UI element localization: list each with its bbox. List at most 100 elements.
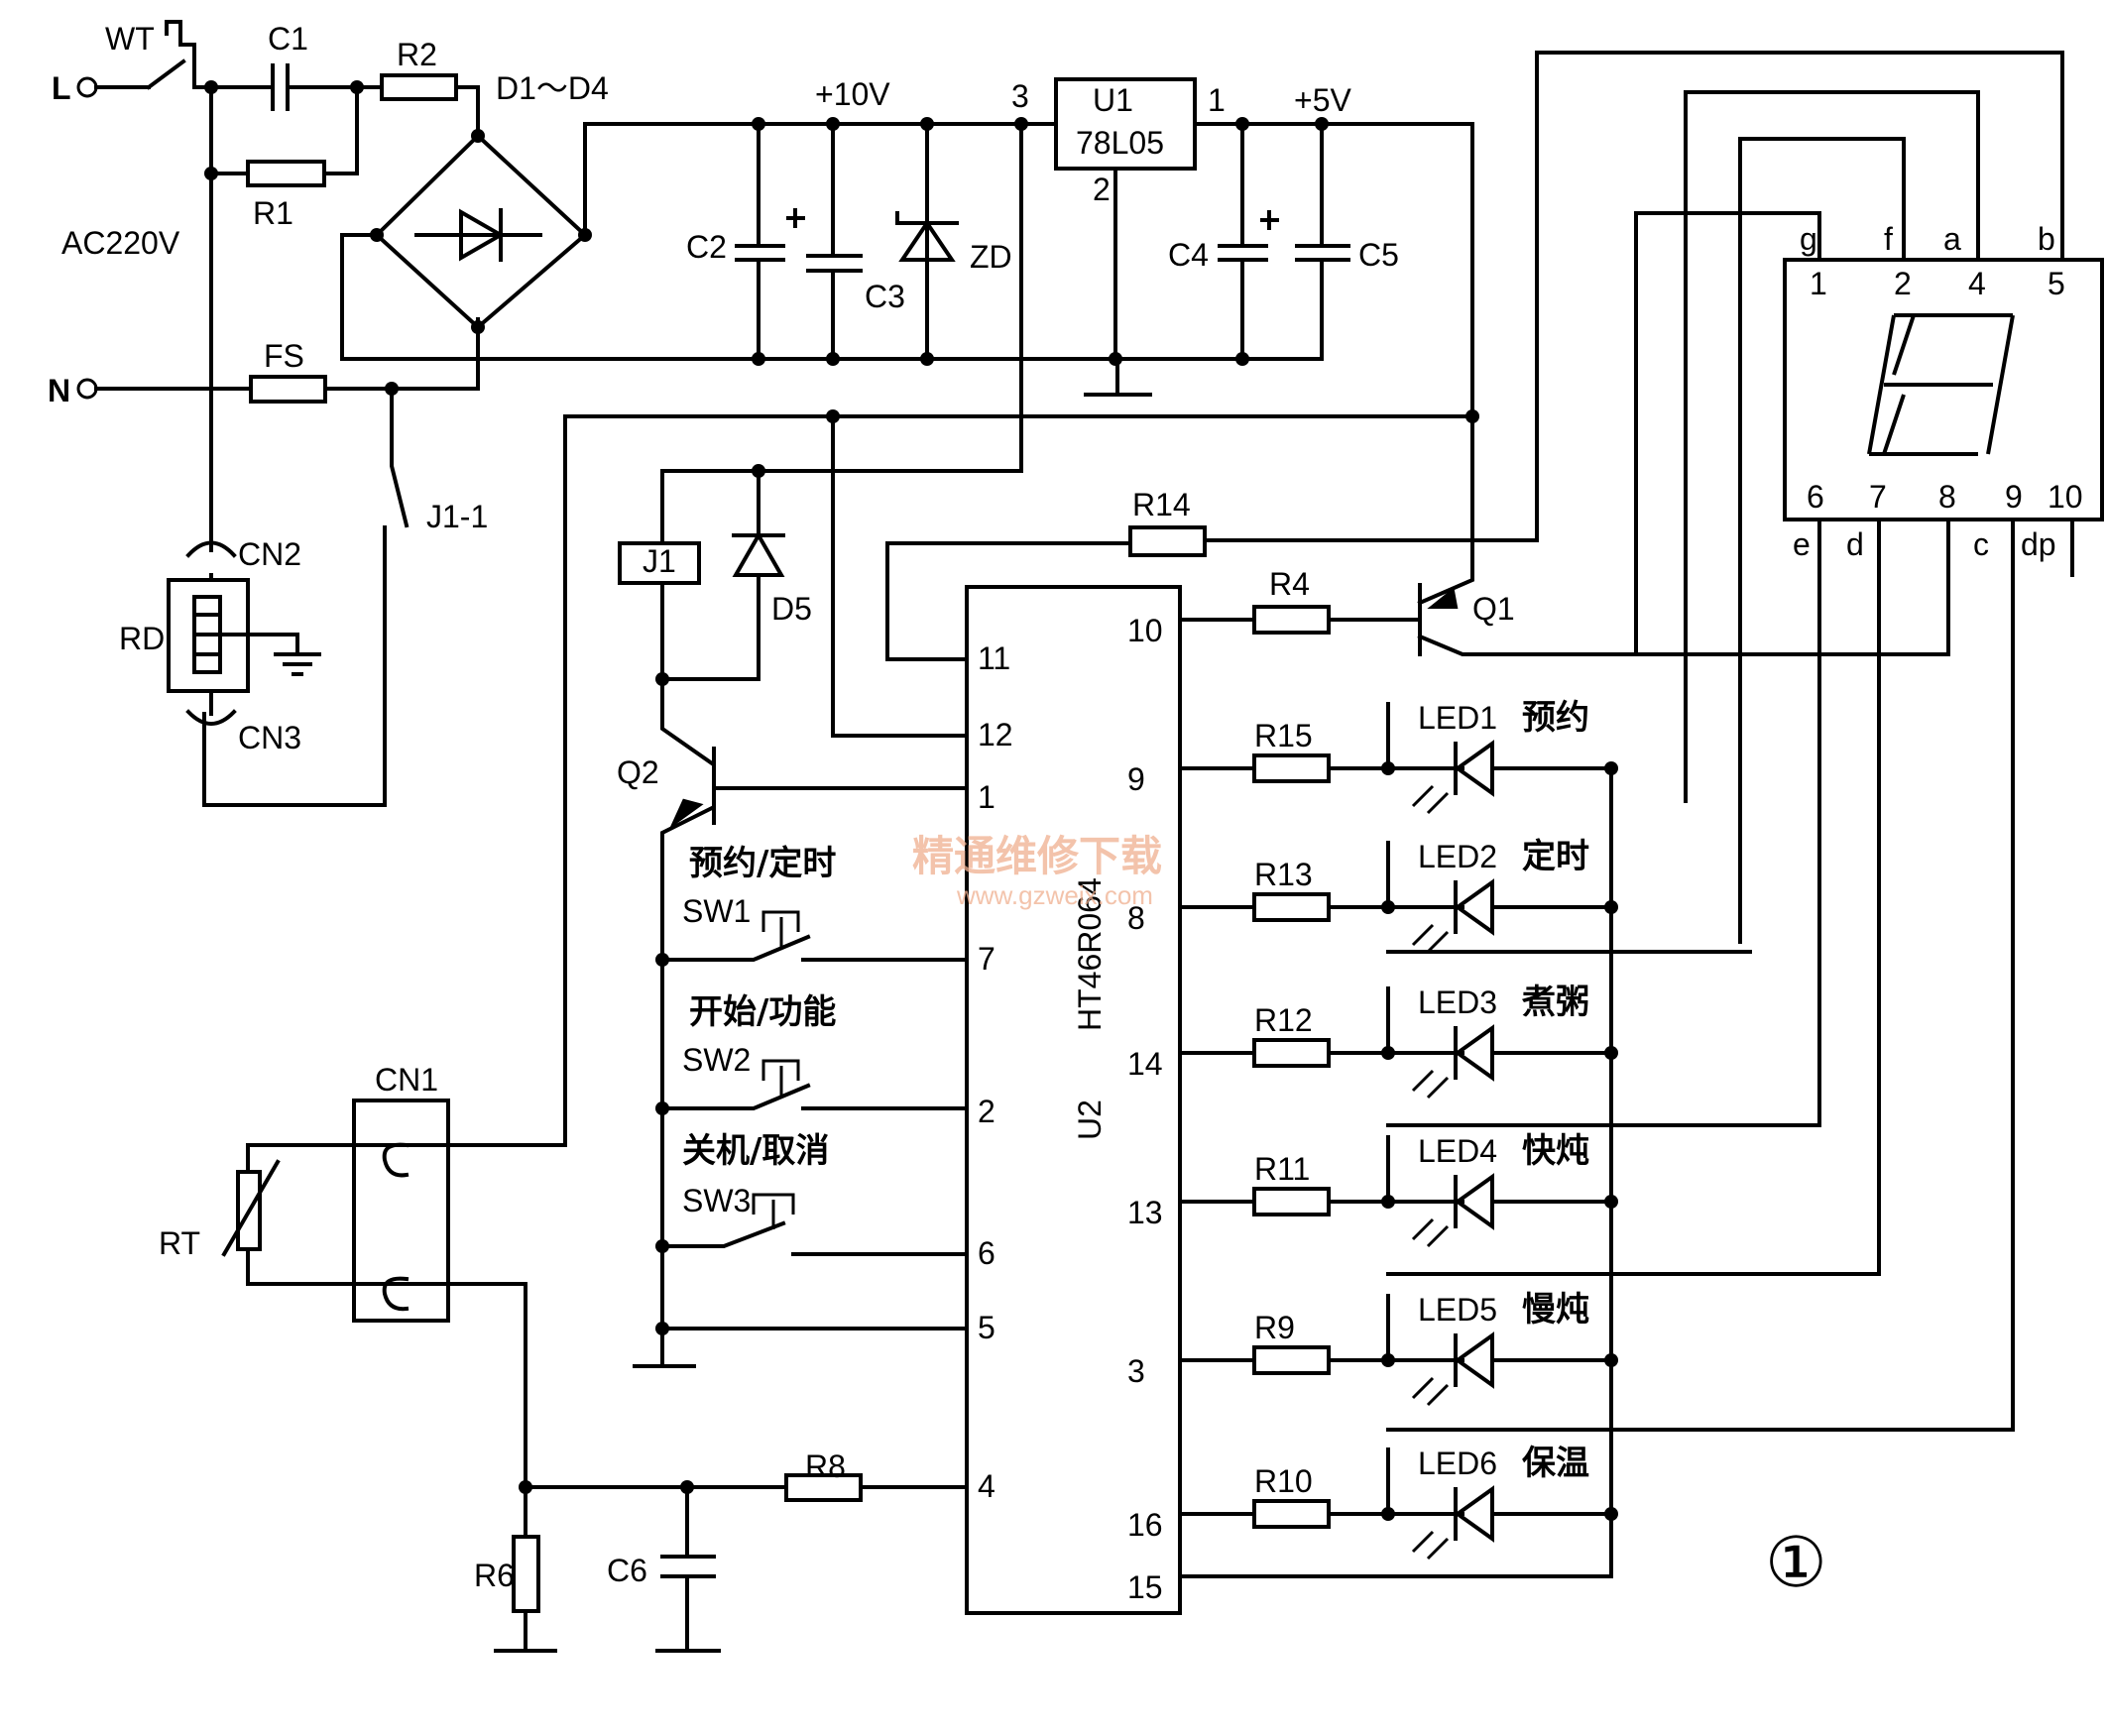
sensor-section — [221, 1099, 969, 1653]
label-sw1-text: 预约/定时 — [689, 844, 836, 883]
label-J1-1: J1-1 — [426, 499, 488, 534]
label-R2: R2 — [397, 37, 437, 72]
label-C5: C5 — [1358, 237, 1399, 273]
label-C1: C1 — [268, 21, 308, 57]
label-Q1: Q1 — [1472, 591, 1515, 627]
label-r10: R10 — [1254, 1463, 1313, 1499]
label-Q2: Q2 — [617, 754, 659, 790]
label-led3-text: 煮粥 — [1521, 983, 1589, 1022]
seven-seg-display — [1386, 51, 2104, 1432]
label-led6-text: 保温 — [1522, 1444, 1589, 1483]
u2-pin-right: 10 — [1127, 613, 1163, 648]
label-r9: R9 — [1254, 1310, 1295, 1345]
display-top-pin: 5 — [2048, 266, 2065, 301]
label-led1: LED1 — [1418, 700, 1497, 736]
label-plus10V: +10V — [815, 76, 890, 112]
label-pin3: 3 — [1011, 78, 1029, 114]
bridge-rectifier — [340, 122, 1122, 361]
label-C2: C2 — [686, 229, 727, 265]
label-C4: C4 — [1168, 237, 1209, 273]
label-FS: FS — [264, 338, 304, 374]
label-U2: U2 — [1072, 1099, 1108, 1140]
terminal-N — [76, 378, 98, 400]
label-CN3: CN3 — [238, 720, 301, 755]
label-N: N — [48, 373, 70, 408]
watermark-title: 精通维修下载 — [912, 832, 1162, 880]
label-pin2: 2 — [1093, 172, 1111, 207]
u2-pin-left: 2 — [978, 1094, 995, 1129]
label-RD: RD — [119, 621, 165, 656]
u2-pin-right: 15 — [1127, 1569, 1163, 1605]
label-led4-text: 快炖 — [1522, 1131, 1589, 1171]
label-C3: C3 — [865, 279, 905, 314]
label-r15: R15 — [1254, 718, 1313, 753]
label-C6: C6 — [607, 1553, 647, 1588]
display-top-pin: 4 — [1968, 266, 1986, 301]
label-CN2: CN2 — [238, 536, 301, 572]
u2-pin-right: 13 — [1127, 1195, 1163, 1230]
u2-pin-right: 9 — [1127, 761, 1145, 797]
label-R1: R1 — [253, 195, 293, 231]
display-bottom-pin: 7 — [1869, 479, 1887, 515]
terminal-L — [76, 76, 98, 98]
label-figure-no: ① — [1765, 1524, 1827, 1601]
label-AC220V: AC220V — [61, 225, 180, 261]
display-top-letter: b — [2038, 221, 2055, 257]
label-SW3: SW3 — [682, 1183, 751, 1218]
relay-section — [618, 464, 974, 1331]
display-bottom-pin: 8 — [1938, 479, 1956, 515]
display-bottom-pin: 10 — [2048, 479, 2083, 515]
label-r12: R12 — [1254, 1002, 1313, 1038]
display-top-pin: 2 — [1894, 266, 1912, 301]
label-sw3-text: 关机/取消 — [682, 1131, 829, 1171]
u2-pin-left: 11 — [978, 640, 1010, 676]
u2-pin-left: 12 — [978, 717, 1013, 752]
label-SW1: SW1 — [682, 893, 751, 929]
watermark-url: www.gzweix.com — [956, 880, 1153, 910]
label-pin1: 1 — [1208, 82, 1226, 118]
labels: L N WT C1 R2 D1～D4 R1 AC220V FS J1-1 CN2… — [48, 21, 1827, 1601]
u2-pin-right: 16 — [1127, 1507, 1163, 1543]
display-bottom-letter: e — [1793, 526, 1811, 562]
label-sw2-text: 开始/功能 — [689, 992, 836, 1032]
display-bottom-letter: dp — [2021, 526, 2056, 562]
display-bottom-pin: 6 — [1807, 479, 1824, 515]
display-bottom-pin: 9 — [2005, 479, 2023, 515]
label-plus5V: +5V — [1294, 82, 1351, 118]
label-R8: R8 — [805, 1448, 846, 1484]
label-D5: D5 — [771, 591, 812, 627]
label-r11: R11 — [1254, 1151, 1310, 1187]
display-top-letter: g — [1800, 221, 1817, 257]
label-R6: R6 — [474, 1558, 515, 1593]
label-led5: LED5 — [1418, 1292, 1497, 1328]
label-led1-text: 预约 — [1522, 698, 1589, 738]
u2-pin-left: 1 — [978, 779, 995, 815]
label-U2-part: HT46R064 — [1072, 877, 1108, 1031]
label-R14: R14 — [1132, 487, 1191, 522]
display-top-letter: f — [1884, 221, 1893, 257]
u2-pin-left: 5 — [978, 1310, 995, 1345]
label-r13: R13 — [1254, 857, 1313, 892]
watermark: 精通维修下载 www.gzweix.com — [912, 832, 1162, 910]
u2-pin-right: 14 — [1127, 1046, 1163, 1082]
label-SW2: SW2 — [682, 1042, 751, 1078]
label-led2: LED2 — [1418, 839, 1497, 874]
label-led2-text: 定时 — [1522, 837, 1589, 876]
label-led3: LED3 — [1418, 984, 1497, 1020]
label-U1-part: 78L05 — [1076, 125, 1164, 161]
ac-input-section — [76, 20, 480, 807]
u2-chip — [965, 585, 1182, 1615]
label-led5-text: 慢炖 — [1522, 1290, 1589, 1330]
display-top-pin: 1 — [1810, 266, 1827, 301]
label-L: L — [52, 70, 71, 106]
display-bottom-letter: c — [1973, 526, 1989, 562]
label-led6: LED6 — [1418, 1446, 1497, 1481]
q1-transistor — [1178, 414, 1950, 656]
switches — [633, 910, 974, 1368]
label-RT: RT — [159, 1225, 200, 1261]
label-J1: J1 — [643, 543, 676, 579]
u2-pin-left: 7 — [978, 941, 995, 977]
